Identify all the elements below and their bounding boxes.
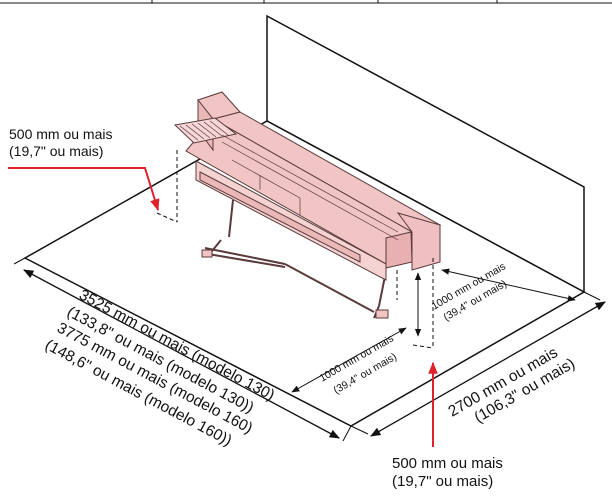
extension-lines: [13, 257, 601, 442]
top-left-clearance-label: 500 mm ou mais (19,7" ou mais): [9, 126, 112, 160]
dimension-arrows: [23, 269, 606, 439]
printer: [173, 91, 442, 319]
bottom-right-clearance-label: 500 mm ou mais (19,7" ou mais): [392, 455, 503, 491]
top-left-clearance-line2: (19,7" ou mais): [9, 143, 104, 159]
header-table-lines: [0, 0, 612, 4]
red-pointer-arrows: [8, 167, 438, 447]
bottom-right-clearance-line2: (19,7" ou mais): [392, 473, 494, 490]
bottom-right-clearance-line1: 500 mm ou mais: [392, 455, 503, 472]
top-left-clearance-line1: 500 mm ou mais: [9, 126, 113, 142]
